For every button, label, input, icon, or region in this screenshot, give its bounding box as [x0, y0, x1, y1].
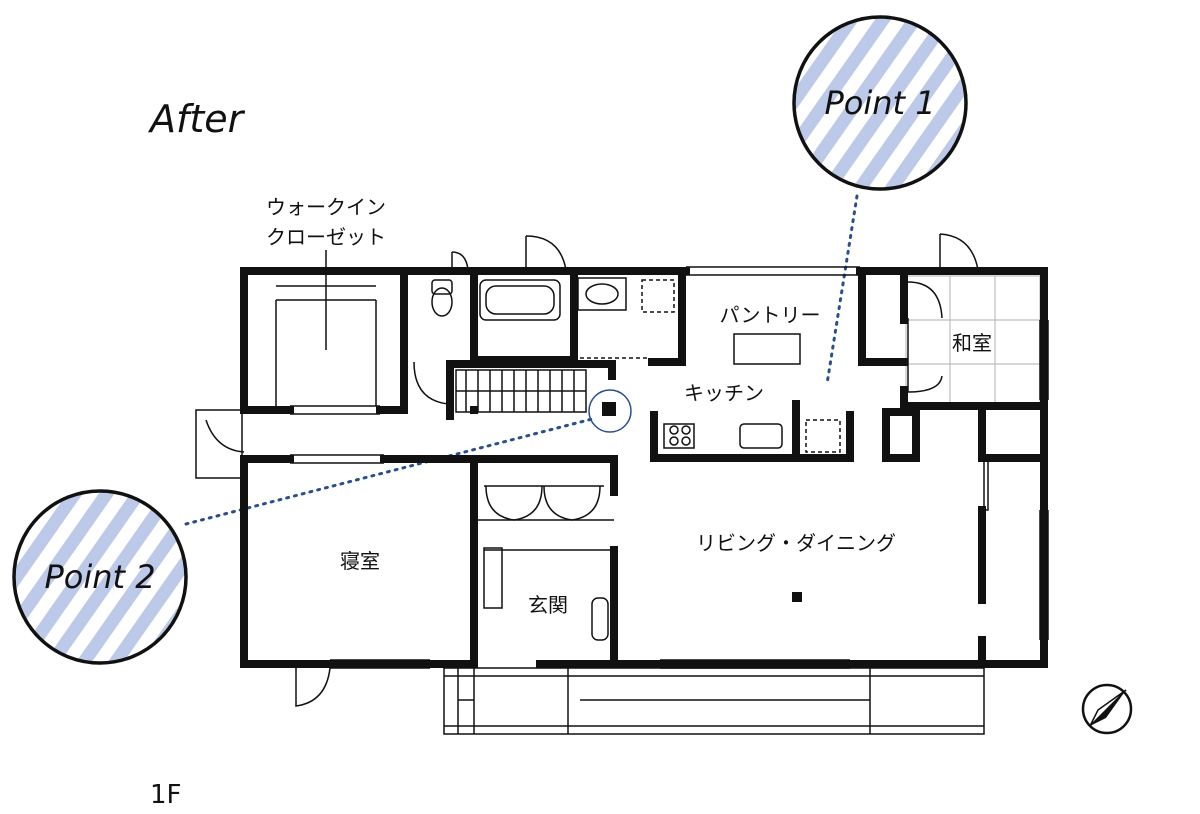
point-2-highlight	[588, 389, 632, 433]
compass-north-arrow-icon	[1081, 683, 1133, 735]
point-1-leader	[825, 194, 859, 386]
point-2-label: Point 2	[44, 558, 155, 596]
thin-lines	[195, 233, 1049, 735]
room-kitchen: キッチン	[684, 383, 764, 405]
floor-label: 1F	[150, 780, 182, 810]
column-small	[470, 406, 478, 414]
point-1-label: Point 1	[824, 84, 935, 122]
room-japanese: 和室	[952, 332, 992, 355]
column-stair	[602, 402, 616, 416]
room-entrance: 玄関	[528, 594, 568, 617]
room-walk-in-closet-line2: クローゼット	[266, 226, 386, 249]
room-living-dining: リビング・ダイニング	[696, 532, 896, 555]
column-ldk	[792, 592, 802, 602]
point-2-leader	[184, 416, 598, 526]
room-walk-in-closet-line1: ウォークイン	[266, 196, 386, 219]
room-bedroom: 寝室	[340, 550, 380, 573]
point-2-badge: Point 2	[12, 489, 188, 665]
room-pantry: パントリー	[720, 305, 821, 327]
walls	[240, 267, 1048, 668]
after-label: After	[147, 97, 246, 141]
point-1-badge: Point 1	[792, 15, 968, 191]
